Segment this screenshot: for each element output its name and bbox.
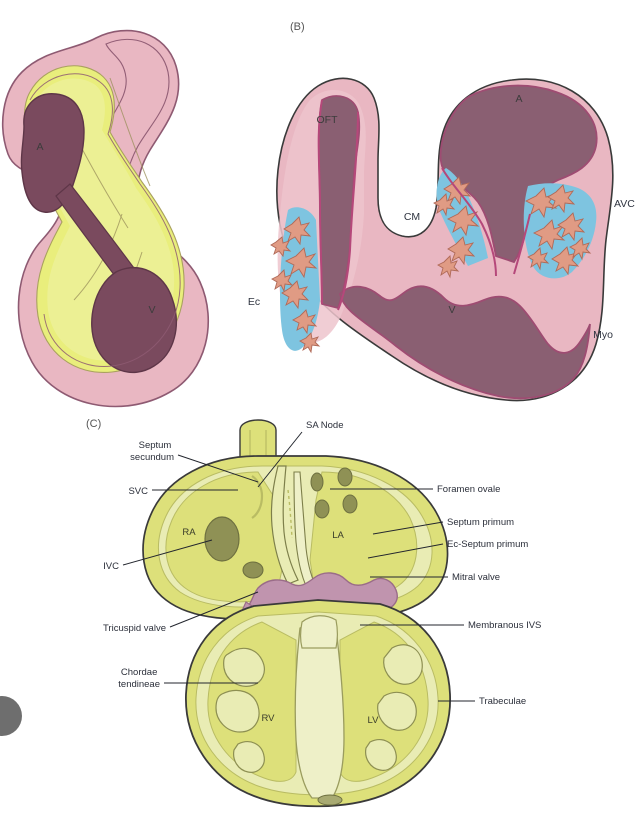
panel-b-ventricle-lumen [339,285,591,400]
leader-tricuspid-valve [169,591,259,628]
panel-c-callouts-right: SA Node Foramen ovale Septum primum Ec-S… [257,420,541,707]
panel-b-endocardium [317,99,531,311]
callout-trabeculae: Trabeculae [479,696,526,707]
callout-ec-septum-primum: Ec-Septum primum [447,539,528,550]
panel-b-label-cm: CM [404,211,420,223]
panel-c-muscular-ivs [294,622,345,799]
leader-ivc [122,539,213,566]
page-edge-dot [0,696,22,736]
panel-c: (C) [86,418,541,808]
panel-b: (B) [248,21,635,402]
panel-c-label-la: LA [332,530,344,541]
callout-septum-secundum: Septum secundum [130,440,174,463]
callout-septum-primum: Septum primum [447,517,514,528]
leader-sa-node [257,431,303,488]
panel-b-label-ec: Ec [248,296,260,308]
panel-c-label-lv: LV [368,715,380,726]
panel-c-apex-notch [317,794,343,806]
panel-b-label-avc: AVC [614,198,635,210]
panel-b-label-ventricle: V [448,304,455,316]
leader-septum-secundum [177,454,259,483]
panel-a-label-atrium: A [36,141,43,153]
panel-b-label-oft: OFT [317,114,339,126]
panel-c-letter: (C) [86,418,101,430]
panel-b-label-myo: Myo [593,329,613,341]
panel-c-septum-secundum [270,465,299,585]
panel-a-endocardium-line [29,73,181,367]
panel-c-label-rv: RV [261,713,275,724]
panel-c-sa-node [251,475,264,519]
callout-tricuspid-valve: Tricuspid valve [103,623,166,634]
panel-b-label-atrium: A [515,93,522,105]
panel-c-ivc-opening [242,561,264,579]
callout-foramen-ovale: Foramen ovale [437,484,500,495]
leader-septum-primum [372,521,444,535]
panel-c-callouts-left: Septum secundum SVC IVC Tricuspid valve … [103,440,259,690]
panel-a-label-ventricle: V [148,304,155,316]
callout-chordae-tendineae: Chordae tendineae [118,667,160,690]
callout-ivc: IVC [103,561,119,572]
callout-membranous-ivs: Membranous IVS [468,620,541,631]
panel-c-foramen-ovale [287,489,293,539]
callout-mitral-valve: Mitral valve [452,572,500,583]
panel-c-rv-trabeculae [215,647,265,773]
panel-c-lv-trabeculae [365,644,423,771]
panel-c-label-ra: RA [182,527,196,538]
panel-c-svc-opening [204,516,240,562]
panel-b-letter: (B) [290,21,305,33]
callout-svc: SVC [128,486,148,497]
panel-a: A V [2,29,210,408]
panel-c-pulmonary-vein-openings [310,467,358,519]
leader-ec-septum-primum [367,543,444,559]
callout-sa-node: SA Node [306,420,344,431]
panel-a-ventricle-lumen [91,266,178,374]
panel-c-membranous-ivs [299,615,339,649]
panel-b-cushion-left [280,207,320,351]
